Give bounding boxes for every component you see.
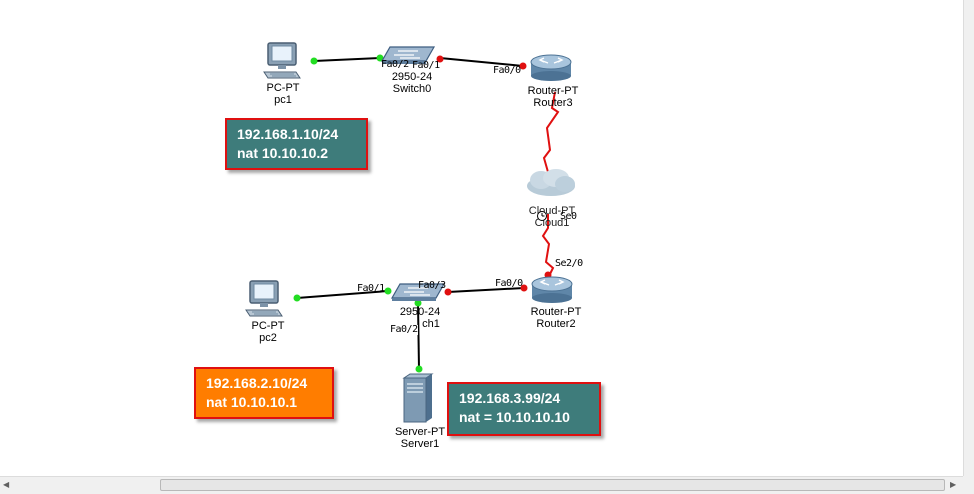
note-pc1-line1: 192.168.1.10/24 [237,126,339,142]
clock-icon [537,211,547,221]
link-cloud1-router2[interactable] [541,214,555,279]
port-light-r3-fa00 [519,62,527,70]
server-icon [402,373,434,423]
switch-icon [390,283,446,301]
scroll-left-arrow-icon[interactable]: ◀ [3,480,10,489]
port-label-sw0-fa01: Fa0/1 [412,60,440,71]
port-label-sw1-fa01: Fa0/1 [357,283,385,294]
horizontal-scroll-thumb[interactable] [160,479,945,491]
port-label-sw1-fa02: Fa0/2 [390,324,418,335]
port-label-sw1-fa03: Fa0/3 [418,280,446,291]
server1-device[interactable] [402,372,434,424]
router2-device[interactable] [531,274,573,304]
port-label-sw0-fa02: Fa0/2 [381,59,409,70]
link-switch1-server1[interactable] [417,302,420,370]
horizontal-scrollbar[interactable]: ◀ ▶ [0,476,963,494]
pc2-device[interactable] [244,280,284,318]
vertical-scrollbar[interactable] [963,0,974,476]
port-label-r2-fa00: Fa0/0 [495,278,523,289]
switch1-device[interactable] [390,282,446,302]
note-server1[interactable]: 192.168.3.99/24 nat = 10.10.10.10 [447,382,601,436]
switch0-device[interactable] [380,45,436,65]
router-icon [530,54,572,81]
note-pc1-line2: nat 10.10.10.2 [237,145,329,161]
link-switch1-router2[interactable] [447,287,525,293]
port-label-r3-fa00: Fa0/0 [493,65,521,76]
port-light-server1 [415,365,423,373]
pc-icon [263,42,301,79]
router3-device[interactable] [530,52,572,82]
port-light-sw1-fa02 [414,299,422,307]
note-pc2[interactable]: 192.168.2.10/24 nat 10.10.10.1 [194,367,334,419]
pc1-device[interactable] [262,42,302,80]
port-light-sw1-fa01 [384,287,392,295]
port-light-pc1 [310,57,318,65]
port-light-sw0-fa02 [376,54,384,62]
note-server1-line2: nat = 10.10.10.10 [459,409,570,425]
pc-icon [245,280,283,317]
port-label-cloud-se0: Se0 [560,211,577,222]
link-pc1-switch0[interactable] [313,57,381,62]
link-router3-cloud1[interactable] [542,91,560,173]
link-switch0-router3[interactable] [439,57,524,67]
cloud-icon [527,169,575,196]
note-server1-line1: 192.168.3.99/24 [459,390,561,406]
router-icon [531,276,573,303]
note-pc2-line1: 192.168.2.10/24 [206,375,308,391]
port-light-sw1-fa03 [444,288,452,296]
links-layer [293,54,560,373]
link-pc2-switch1[interactable] [296,290,389,299]
port-light-sw0-fa01 [436,55,444,63]
port-light-pc2 [293,294,301,302]
port-label-r2-se20: Se2/0 [555,258,583,269]
note-pc2-line2: nat 10.10.10.1 [206,394,298,410]
cloud1-device[interactable] [525,168,577,198]
switch-icon [380,46,436,64]
port-light-r2-fa00 [520,284,528,292]
scroll-corner [963,476,974,494]
note-pc1[interactable]: 192.168.1.10/24 nat 10.10.10.2 [225,118,368,170]
scroll-right-arrow-icon[interactable]: ▶ [950,480,957,489]
